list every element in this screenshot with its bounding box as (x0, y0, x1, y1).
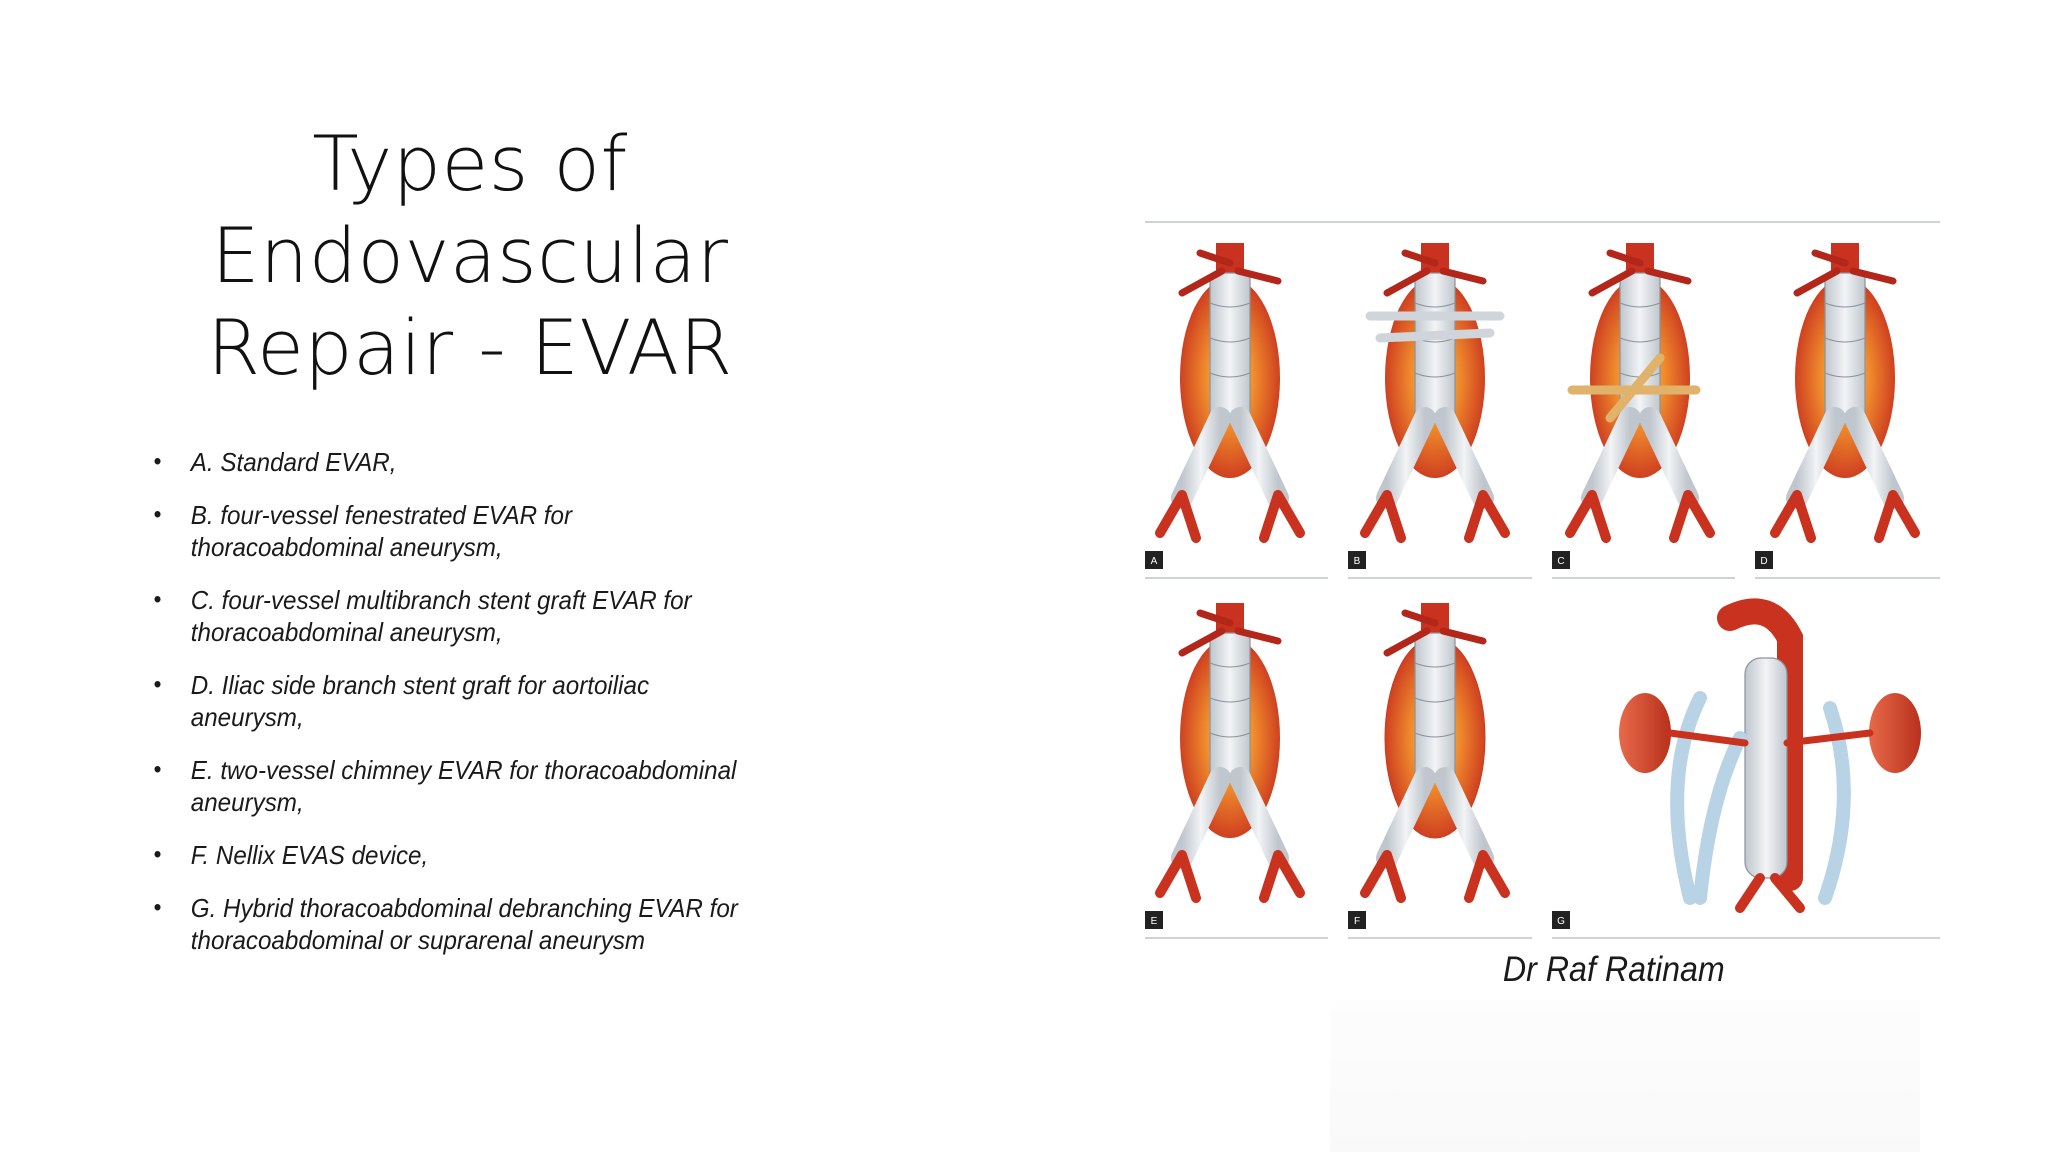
panel-e-illustration: E (1145, 603, 1328, 939)
bullet-text: E. two-vessel chimney EVAR for thoracoab… (190, 755, 737, 785)
bullet-dot: • (153, 756, 162, 783)
panel-label-g: G (1557, 916, 1565, 927)
bullet-dot: • (153, 671, 162, 698)
bullet-text: C. four-vessel multibranch stent graft E… (190, 585, 692, 615)
bullet-text: B. four-vessel fenestrated EVAR for (190, 500, 573, 530)
bullet-list: • A. Standard EVAR, • B. four-vessel fenes… (148, 446, 743, 977)
bullet-item-a: • A. Standard EVAR, (148, 446, 743, 478)
panel-label-c: C (1557, 556, 1564, 567)
panel-d-illustration: D (1755, 243, 1940, 579)
bullet-text: F. Nellix EVAS device, (190, 840, 429, 870)
bullet-text-cont: aneurysm, (190, 787, 304, 817)
bullet-item-c: • C. four-vessel multibranch stent graft … (148, 584, 743, 648)
bullet-item-g: • G. Hybrid thoracoabdominal debranching … (148, 892, 743, 956)
title-line-2: Endovascular (211, 211, 729, 300)
bullet-dot: • (153, 448, 162, 475)
panel-a-illustration: A (1145, 243, 1328, 579)
bullet-dot: • (153, 586, 162, 613)
evar-illustration-figure: A B C D E (1145, 221, 1940, 939)
panel-c-illustration: C (1552, 243, 1735, 579)
bullet-text-cont: thoracoabdominal aneurysm, (190, 617, 503, 647)
bullet-text-cont: aneurysm, (190, 702, 304, 732)
slide-title: Types of Endovascular Repair - EVAR (170, 118, 770, 394)
panel-label-a: A (1151, 556, 1158, 567)
bullet-item-d: • D. Iliac side branch stent graft for ao… (148, 669, 743, 733)
bullet-dot: • (153, 841, 162, 868)
panel-g-illustration: G (1552, 598, 1940, 939)
panel-f-illustration: F (1348, 603, 1532, 939)
bullet-text: A. Standard EVAR, (190, 447, 397, 477)
panel-label-d: D (1760, 556, 1767, 567)
panel-b-illustration: B (1348, 243, 1532, 579)
bullet-dot: • (153, 501, 162, 528)
panel-label-b: B (1354, 556, 1361, 567)
image-background-strip (1330, 1000, 1920, 1152)
panel-label-f: F (1354, 916, 1360, 927)
bullet-item-e: • E. two-vessel chimney EVAR for thoracoa… (148, 754, 743, 818)
bullet-dot: • (153, 894, 162, 921)
panel-label-e: E (1151, 916, 1158, 927)
bullet-text: D. Iliac side branch stent graft for aor… (190, 670, 650, 700)
figure-caption: Dr Raf Ratinam (1502, 950, 1725, 989)
title-line-1: Types of (312, 119, 628, 208)
bullet-text-cont: thoracoabdominal or suprarenal aneurysm (190, 925, 646, 955)
title-line-3: Repair - EVAR (207, 303, 733, 392)
bullet-text: G. Hybrid thoracoabdominal debranching E… (190, 893, 738, 923)
bullet-text-cont: thoracoabdominal aneurysm, (190, 532, 503, 562)
bullet-item-f: • F. Nellix EVAS device, (148, 839, 743, 871)
